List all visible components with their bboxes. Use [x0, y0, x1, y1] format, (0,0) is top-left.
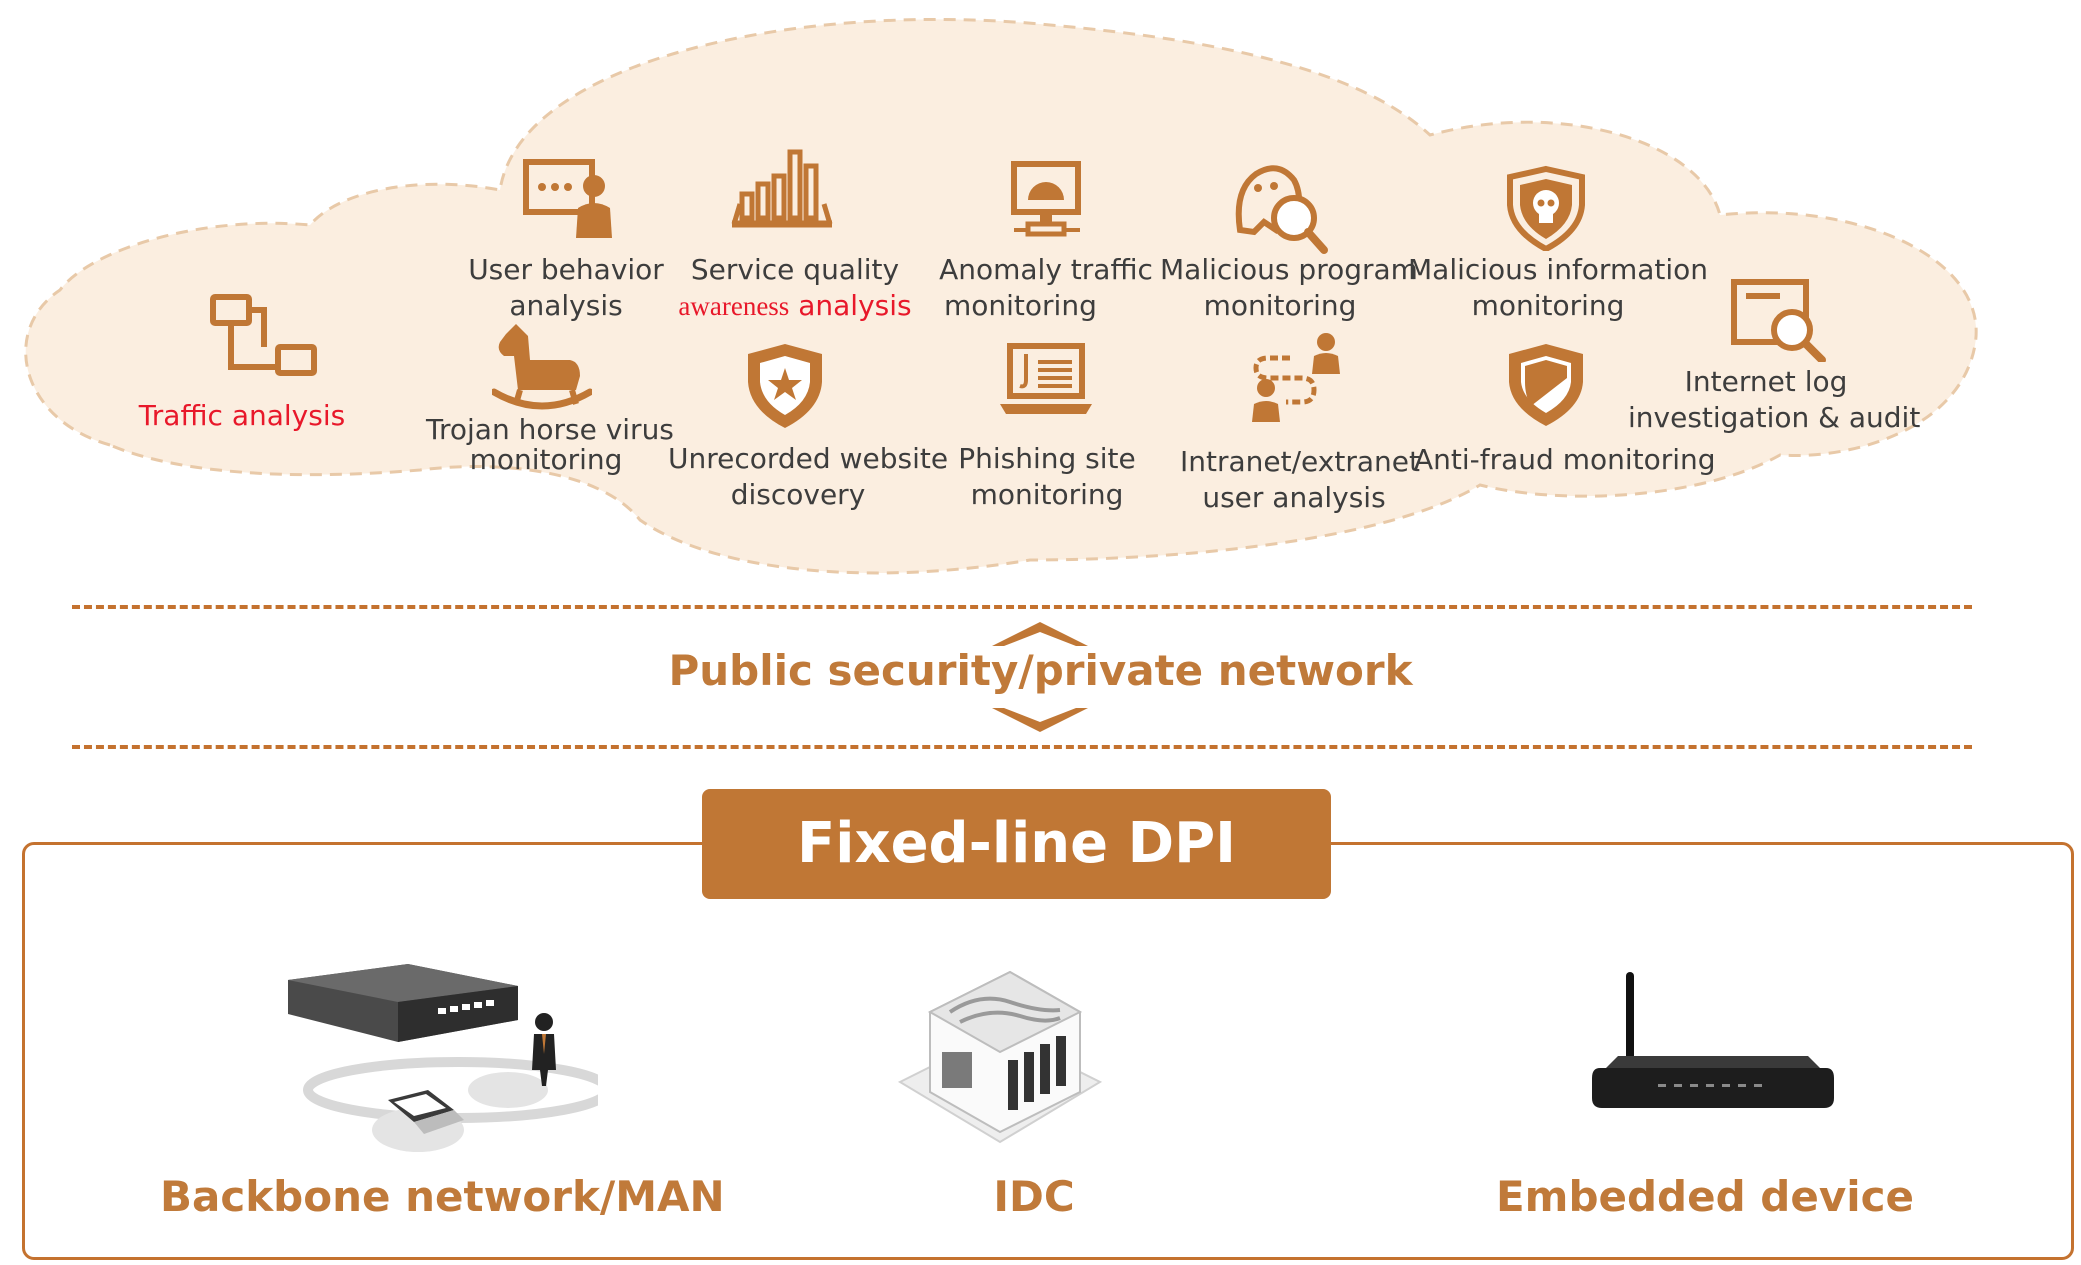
skull-shield-icon	[1506, 165, 1586, 251]
network-monitors-icon	[208, 292, 318, 382]
service-label-line: monitoring	[1203, 289, 1357, 322]
service-label-line: User behavior	[468, 253, 664, 286]
service-label-line: discovery	[730, 478, 866, 511]
data-center-building-icon	[897, 970, 1103, 1144]
service-label-line: monitoring	[970, 478, 1124, 511]
service-label-malicious-program: Malicious program monitoring	[1160, 252, 1418, 324]
service-label-line: Traffic analysis	[138, 399, 346, 432]
bar-chart-icon	[730, 148, 834, 230]
divider-bottom	[72, 745, 1972, 749]
service-label-line: Trojan horse virus	[426, 413, 674, 446]
service-label-line: investigation & audit	[1628, 401, 1921, 434]
slash-shield-icon	[1505, 340, 1587, 428]
service-label-traffic: Traffic analysis	[130, 398, 354, 434]
service-label-line: Phishing site	[958, 442, 1136, 475]
rocking-horse-icon	[492, 320, 592, 414]
dpi-title: Fixed-line DPI	[702, 789, 1331, 899]
device-label-idc: IDC	[993, 1172, 1075, 1221]
document-search-icon	[1730, 278, 1826, 362]
service-label-line: Internet log	[1684, 365, 1848, 398]
laptop-hook-icon	[998, 342, 1094, 418]
service-label-line: Malicious information	[1408, 253, 1709, 286]
star-shield-icon	[742, 340, 828, 430]
service-label-line: Service quality	[690, 253, 900, 286]
device-label-backbone: Backbone network/MAN	[160, 1172, 725, 1221]
service-label-line: monitoring	[1471, 289, 1625, 322]
service-label-line: user analysis	[1202, 481, 1386, 514]
service-label-line: Anomaly traffic	[939, 253, 1153, 286]
chevron-up-icon	[992, 622, 1088, 646]
service-label-line: monitoring	[469, 443, 623, 476]
service-label-intranet: Intranet/extranet user analysis	[1180, 444, 1420, 516]
service-label-service-quality: Service quality awareness analysis	[664, 252, 926, 324]
ghost-search-icon	[1230, 160, 1330, 254]
service-label-anti-fraud: Anti-fraud monitoring	[1414, 442, 1716, 478]
service-label-line-prefix: awareness	[678, 291, 790, 321]
service-label-trojan: Trojan horse virus monitoring	[426, 413, 674, 476]
service-label-line-suffix: analysis	[789, 289, 912, 322]
service-label-anomaly: Anomaly traffic monitoring	[936, 252, 1156, 324]
service-label-unrecorded: Unrecorded website discovery	[668, 441, 949, 513]
service-label-line: analysis	[509, 289, 623, 322]
service-label-user-behavior: User behavior analysis	[436, 252, 696, 324]
network-switch-icon	[288, 964, 598, 1152]
service-label-line: Unrecorded website	[668, 442, 949, 475]
service-label-line: Malicious program	[1160, 253, 1418, 286]
cloud-background	[24, 17, 1978, 575]
service-label-line: monitoring	[944, 289, 1097, 322]
device-label-embedded: Embedded device	[1495, 1172, 1914, 1221]
chevron-down-icon	[992, 708, 1088, 732]
service-label-line: Anti-fraud monitoring	[1414, 443, 1716, 476]
service-label-malicious-info: Malicious information monitoring	[1408, 252, 1709, 324]
presentation-user-icon	[522, 158, 614, 240]
divider-top	[72, 605, 1972, 609]
monitor-gauge-icon	[1010, 160, 1084, 240]
service-label-internet-log: Internet log investigation & audit	[1628, 364, 1921, 436]
router-icon	[1592, 972, 1834, 1108]
service-label-line: Intranet/extranet	[1180, 445, 1420, 478]
service-label-phishing: Phishing site monitoring	[934, 441, 1160, 513]
network-label: Public security/private network	[668, 646, 1413, 695]
users-path-icon	[1246, 330, 1346, 426]
